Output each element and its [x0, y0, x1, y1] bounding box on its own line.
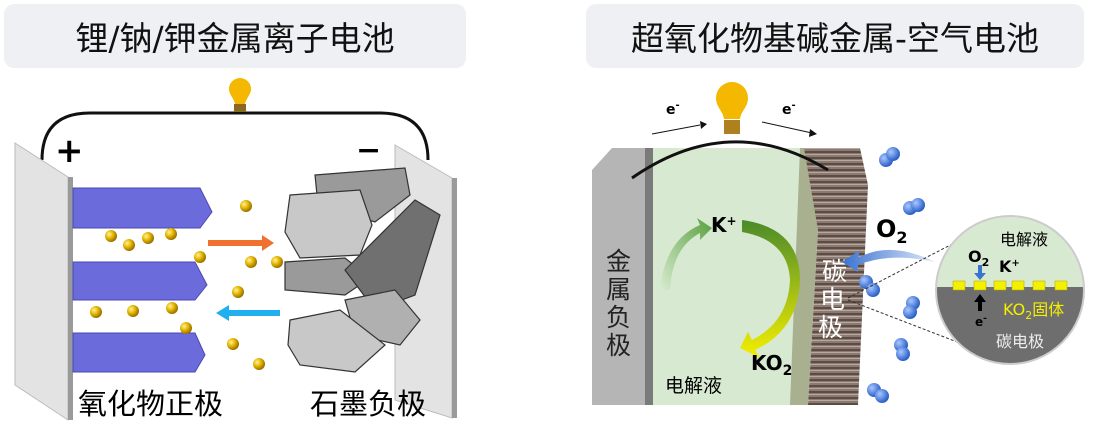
- inset-carbon-electrode-label: 碳电极: [996, 332, 1044, 351]
- right-battery: e- e- K+ KO2 电解液 金 属 负 极 碳 电 极 O2: [592, 82, 1085, 405]
- svg-text:金: 金: [606, 247, 631, 276]
- external-wire: [40, 111, 430, 161]
- charge-arrow: [208, 235, 274, 251]
- inset-ko2-solid-label: KO2固体: [1003, 300, 1064, 322]
- ko2-label: KO2: [751, 351, 792, 379]
- external-wire: [631, 140, 829, 180]
- ko2-formation-arrow: [740, 220, 800, 358]
- oxygen-molecules: [859, 147, 925, 403]
- graphite-sheets: [284, 167, 441, 373]
- electrolyte-label: 电解液: [665, 375, 722, 397]
- anode-label: 石墨负极: [310, 387, 426, 421]
- positive-terminal-sign: +: [55, 131, 84, 171]
- lightbulb-icon: [229, 78, 251, 112]
- metal-anode: [592, 148, 652, 405]
- inset-electrolyte-label: 电解液: [1000, 230, 1048, 249]
- oxide-cathode-layers: [72, 187, 213, 373]
- svg-text:电: 电: [820, 285, 845, 314]
- porous-layer: [790, 148, 818, 405]
- svg-text:极: 极: [818, 313, 843, 342]
- left-battery: + − 氧化物正极 石墨负极: [14, 78, 457, 421]
- negative-terminal-sign: −: [356, 133, 381, 168]
- inset-electron-arrow: [974, 294, 986, 311]
- electron-label-right: e-: [782, 100, 796, 118]
- cathode-label: 氧化物正极: [78, 387, 223, 421]
- svg-text:极: 极: [606, 331, 631, 360]
- svg-text:属: 属: [606, 275, 631, 304]
- inset-k-ion-label: K+: [999, 257, 1020, 276]
- electrolyte-region: [653, 148, 803, 405]
- cathode-current-collector: [14, 142, 69, 421]
- metal-anode-label: 金 属 负 极: [606, 247, 631, 360]
- inset-o2-label: O2: [968, 247, 989, 269]
- k-ion-label: K+: [711, 213, 737, 237]
- o2-inflow-arrow: [842, 249, 935, 272]
- o2-label: O2: [876, 215, 908, 247]
- lightbulb-icon: [716, 82, 748, 134]
- metal-ions: [90, 200, 283, 370]
- k-ion-flow-arrow: [660, 218, 712, 290]
- right-panel-title: 超氧化物基碱金属-空气电池: [586, 4, 1084, 68]
- carbon-electrode-label: 碳 电 极: [818, 257, 847, 342]
- zoom-line-bottom: [847, 299, 966, 346]
- electron-flow-arrows: [651, 121, 817, 137]
- inset-o2-arrow: [974, 265, 986, 280]
- discharge-arrow: [216, 305, 280, 321]
- inset-electron-label: e-: [975, 314, 987, 329]
- electron-label-left: e-: [666, 100, 680, 118]
- ko2-crystals: [952, 280, 1068, 291]
- zoom-line-top: [847, 239, 961, 299]
- carbon-electrode: [804, 148, 868, 405]
- svg-text:负: 负: [606, 303, 631, 332]
- left-panel-title: 锂/钠/钾金属离子电池: [4, 4, 466, 68]
